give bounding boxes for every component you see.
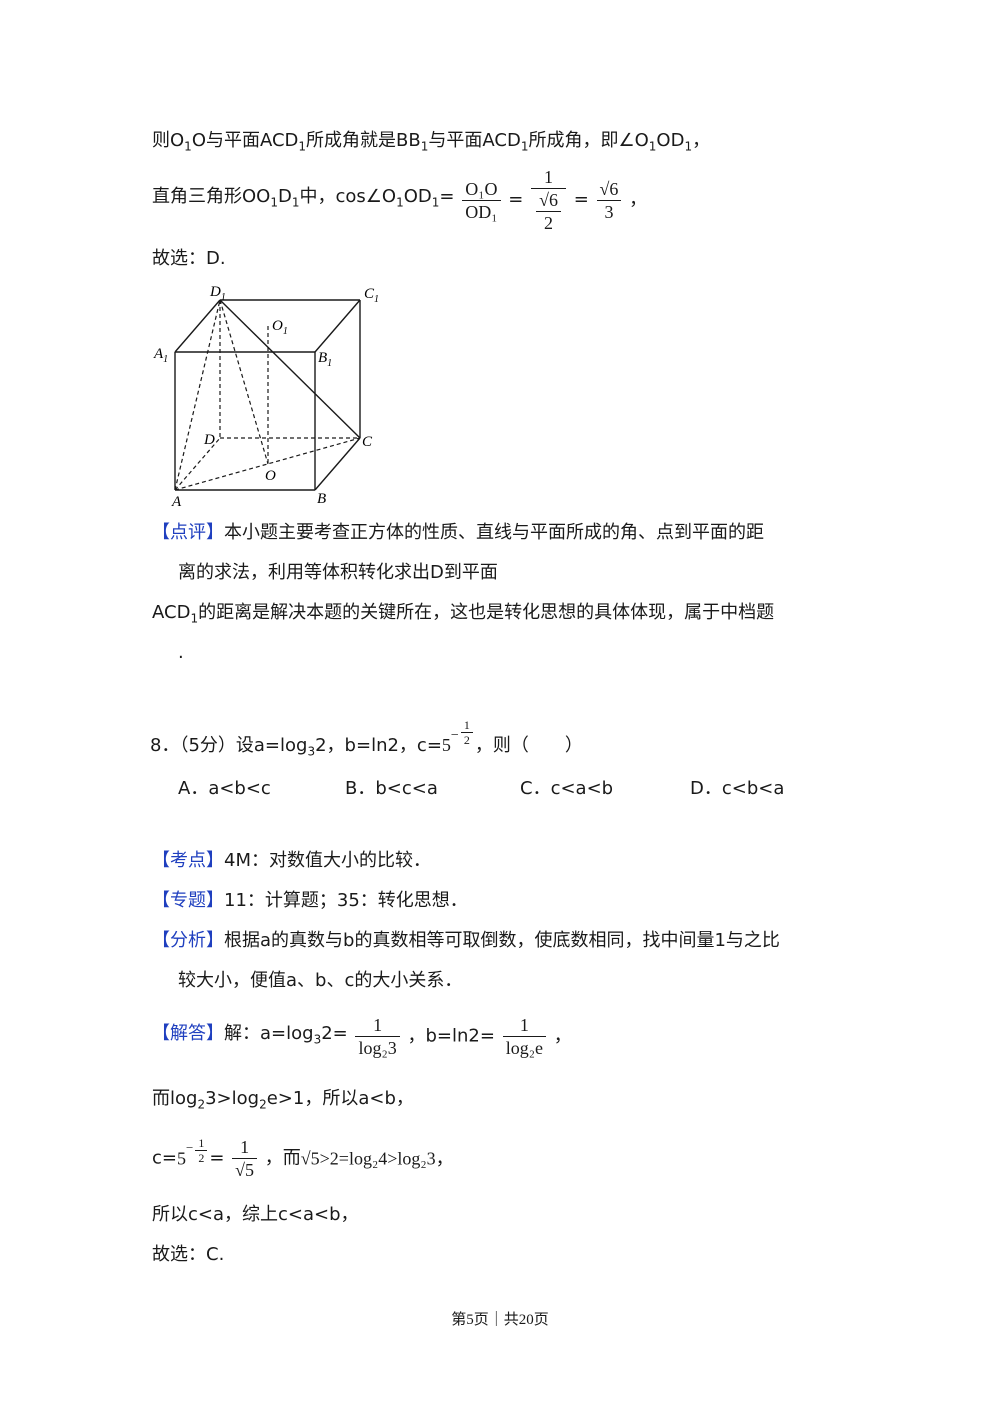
fenxi-line-2: 较大小，便值a、b、c的大小关系． (178, 970, 463, 991)
answer-d: 故选：D. (152, 248, 226, 269)
comment-line-2: 离的求法，利用等体积转化求出D到平面 (178, 562, 498, 583)
label-o: O (265, 468, 276, 484)
comment-line-3: ACD1的距离是解决本题的关键所在，这也是转化思想的具体体现，属于中档题 (152, 602, 775, 626)
option-d: D．c<b<a (690, 778, 785, 799)
fraction-1-over-sqrt5: 1√5 (232, 1136, 258, 1181)
answer-c: 故选：C. (152, 1244, 225, 1265)
label-a: A (171, 494, 182, 510)
label-d: D (203, 432, 215, 448)
comment-line-4: . (178, 642, 184, 663)
hidden-edge-ad1 (174, 299, 221, 491)
hidden-edge-ad (174, 437, 221, 491)
edge-a1d1 (174, 299, 221, 353)
label-b: B (317, 491, 326, 507)
fenxi-line-1: 【分析】根据a的真数与b的真数相等可取倒数，使底数相同，找中间量1与之比 (152, 930, 780, 951)
jieda-line-4: 所以c<a，综上c<a<b， (152, 1204, 359, 1225)
hidden-edge-d1o (219, 299, 269, 465)
label-o1: O1 (272, 318, 288, 337)
zhuanti-line: 【专题】11：计算题；35：转化思想． (152, 890, 468, 911)
label-c1: C1 (364, 286, 379, 305)
solution-line-1: 则O1O与平面ACD1所成角就是BB1与平面ACD1所成角，即∠O1OD1， (152, 130, 711, 154)
comment-line-1: 【点评】本小题主要考查正方体的性质、直线与平面所成的角、点到平面的距 (152, 522, 764, 543)
option-b: B．b<c<a (345, 778, 438, 799)
option-a: A．a<b<c (178, 778, 271, 799)
comment-tag: 【点评】 (152, 522, 224, 543)
option-c: C．c<a<b (520, 778, 614, 799)
page-footer: 第5页｜共20页 (451, 1312, 549, 1328)
label-b1: B1 (318, 350, 332, 369)
label-c: C (362, 434, 373, 450)
edge-d1c (219, 299, 361, 439)
cube-diagram: D1 C1 A1 B1 O1 D C A B O (153, 284, 379, 510)
kaodian-line: 【考点】4M：对数值大小的比较． (152, 850, 431, 871)
edge-bc (314, 437, 361, 491)
edge-c1b1 (314, 299, 361, 353)
jieda-line-2: 而log23>log2e>1，所以a<b， (152, 1088, 414, 1112)
label-d1: D1 (209, 284, 226, 303)
label-a1: A1 (153, 346, 168, 365)
